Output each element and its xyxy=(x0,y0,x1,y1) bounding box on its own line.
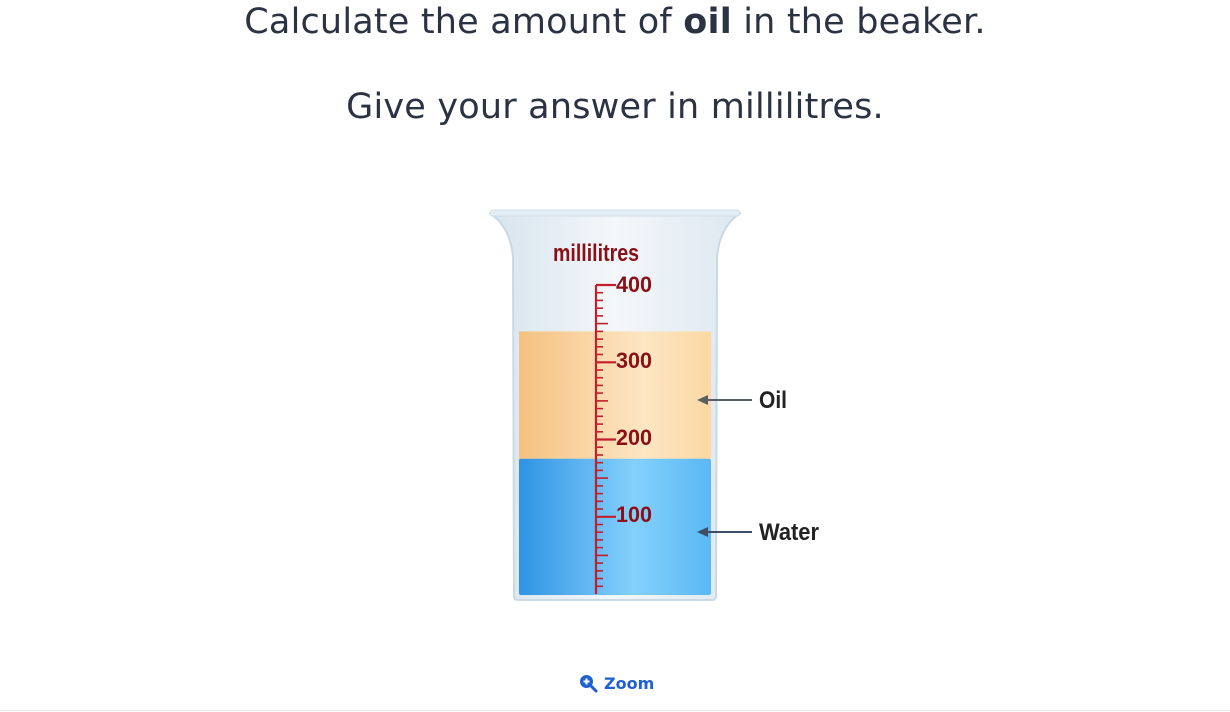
water-label: Water xyxy=(759,519,819,546)
scale-label-300: 300 xyxy=(616,348,652,373)
scale-label-400: 400 xyxy=(616,272,652,297)
scale-label-200: 200 xyxy=(616,425,652,450)
water-arrow-head xyxy=(697,527,708,537)
oil-label: Oil xyxy=(759,387,787,414)
zoom-label: Zoom xyxy=(604,673,655,693)
oil-pointer xyxy=(697,395,752,405)
answer-instruction: Give your answer in millilitres. xyxy=(346,87,884,127)
unit-label: millilitres xyxy=(553,240,639,267)
water-layer xyxy=(519,458,711,595)
water-pointer xyxy=(697,527,752,537)
oil-arrow-head xyxy=(697,395,708,405)
beaker-rim xyxy=(489,209,741,217)
question-text-end: in the beaker. xyxy=(731,2,986,42)
zoom-button[interactable]: Zoom xyxy=(578,670,654,696)
zoom-in-icon xyxy=(580,675,598,693)
oil-layer xyxy=(519,331,711,459)
question-text: Calculate the amount of oil in the beake… xyxy=(0,2,1230,42)
measuring-scale xyxy=(594,283,616,594)
question-text-emphasis: oil xyxy=(683,2,732,42)
scale-label-100: 100 xyxy=(616,502,652,527)
bottom-divider xyxy=(0,710,1230,711)
question-text-start: Calculate the amount of xyxy=(244,2,684,42)
